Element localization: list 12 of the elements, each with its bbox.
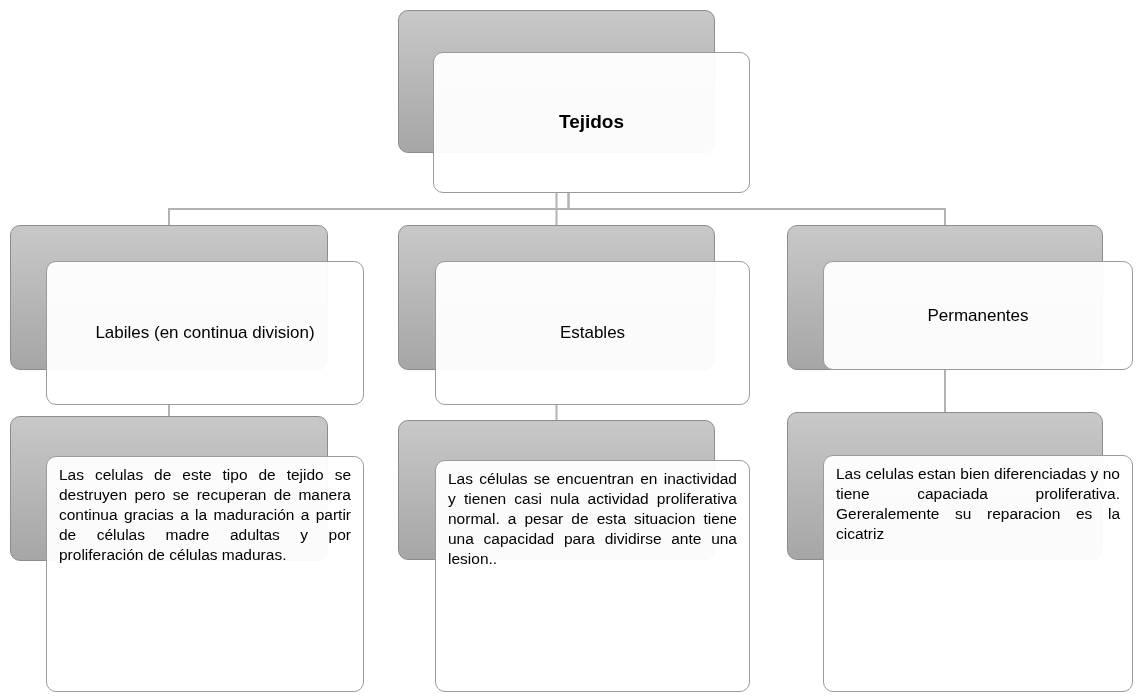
description-text: Las células se encuentran en inactividad y tienen casi nula actividad proliferativa normal. a pesar de esta situacion tiene una capacidad para dividirse ante una lesion.. bbox=[448, 469, 737, 569]
connector-line bbox=[555, 404, 558, 421]
node-label: Labiles (en continua division) bbox=[95, 322, 315, 345]
node-label: Tejidos bbox=[558, 110, 625, 135]
connector-line bbox=[168, 404, 170, 417]
connector-line bbox=[944, 369, 946, 413]
description-text: Las celulas de este tipo de tejido se destruyen pero se recuperan de manera continua gracias a la maduración a partir de células madre adultas y por proliferación de células maduras. bbox=[59, 465, 351, 565]
connector-line bbox=[567, 192, 946, 226]
connector-line bbox=[555, 192, 558, 226]
node-label: Permanentes bbox=[927, 304, 1029, 327]
node-label: Estables bbox=[559, 322, 626, 345]
description-text: Las celulas estan bien diferenciadas y no tiene capaciada proliferativa. Gereralemente su reparacion es la cicatriz bbox=[836, 464, 1120, 544]
